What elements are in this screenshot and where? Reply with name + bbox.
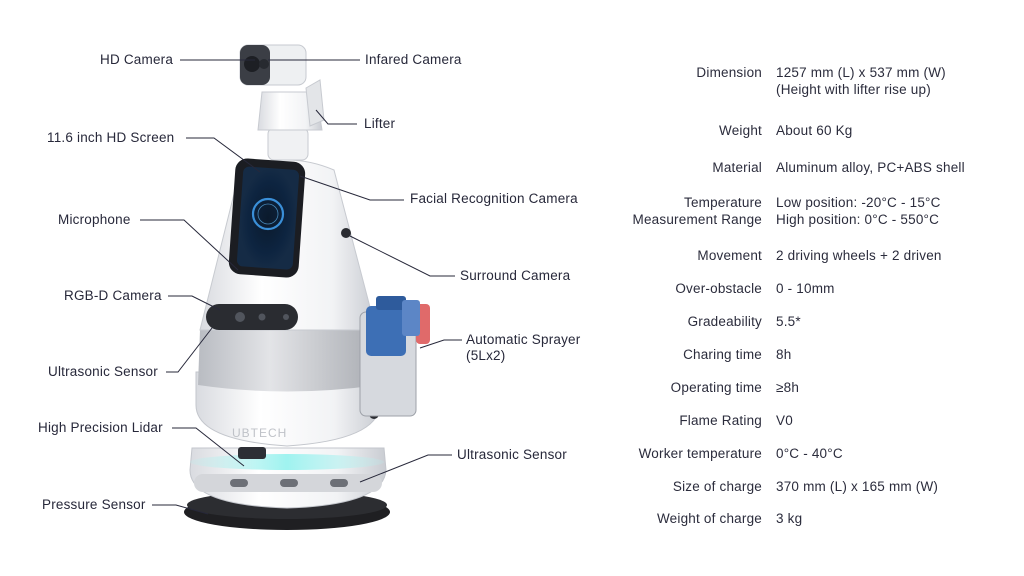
leader-lines [140, 59, 462, 515]
spec-row-over-obstacle: Over-obstacle 0 - 10mm [600, 280, 1020, 297]
spec-value: ≥8h [776, 380, 800, 395]
lidar-window [238, 447, 266, 459]
label-rgbd-camera: RGB-D Camera [64, 288, 162, 303]
spec-row-temperature: Temperature Measurement Range Low positi… [600, 194, 1020, 228]
spec-key: Flame Rating [679, 413, 762, 428]
robot-logo-text: UBTECH [232, 426, 287, 440]
rgbd-camera-bar [206, 304, 298, 330]
spec-value: About 60 Kg [776, 123, 853, 138]
spec-value: Low position: -20°C - 15°C High position… [776, 195, 941, 227]
label-microphone: Microphone [58, 212, 131, 227]
hd-screen [236, 166, 300, 270]
spec-key: Worker temperature [638, 446, 762, 461]
spec-row-worker-temperature: Worker temperature 0°C - 40°C [600, 445, 1020, 462]
spec-row-dimension: Dimension 1257 mm (L) x 537 mm (W) (Heig… [600, 64, 1020, 98]
spec-row-gradeability: Gradeability 5.5* [600, 313, 1020, 330]
sprayer-tank [366, 306, 406, 356]
spec-key: Material [712, 160, 762, 175]
speaker-mesh [198, 330, 378, 392]
spec-value: 370 mm (L) x 165 mm (W) [776, 479, 939, 494]
spec-value: 2 driving wheels + 2 driven [776, 248, 942, 263]
spec-key: Over-obstacle [675, 281, 762, 296]
spec-key: Weight [719, 123, 762, 138]
spec-row-weight: Weight About 60 Kg [600, 122, 1020, 139]
spec-key: Charing time [683, 347, 762, 362]
screen-ring-icon [251, 197, 285, 231]
spec-key: Dimension [696, 65, 762, 80]
spec-value: 0°C - 40°C [776, 446, 843, 461]
spec-key: Weight of charge [656, 511, 762, 526]
robot-illustration: UBTECH [140, 44, 462, 530]
spec-row-weight-of-charge: Weight of charge 3 kg [600, 510, 1020, 527]
label-ultrasonic-sensor-left: Ultrasonic Sensor [48, 364, 158, 379]
spec-value: 0 - 10mm [776, 281, 835, 296]
light-ring [190, 454, 384, 470]
spec-row-operating-time: Operating time ≥8h [600, 379, 1020, 396]
spec-value: V0 [776, 413, 793, 428]
spec-row-size-of-charge: Size of charge 370 mm (L) x 165 mm (W) [600, 478, 1020, 495]
spec-value: 1257 mm (L) x 537 mm (W) (Height with li… [776, 65, 946, 97]
label-infrared-camera: Infared Camera [365, 52, 462, 67]
spec-row-flame-rating: Flame Rating V0 [600, 412, 1020, 429]
label-ultrasonic-sensor-right: Ultrasonic Sensor [457, 447, 567, 462]
spec-key: Size of charge [672, 479, 762, 494]
spec-value: 3 kg [776, 511, 803, 526]
label-lifter: Lifter [364, 116, 396, 131]
surround-camera [341, 228, 351, 238]
label-facial-recognition-camera: Facial Recognition Camera [410, 191, 578, 206]
label-hd-camera: HD Camera [100, 52, 174, 67]
spec-row-charging-time: Charing time 8h [600, 346, 1020, 363]
spec-key: Gradeability [687, 314, 762, 329]
spec-key: Operating time [670, 380, 762, 395]
spec-value: 8h [776, 347, 792, 362]
robot-diagram: UBTECH [38, 44, 581, 530]
spec-value: Aluminum alloy, PC+ABS shell [776, 160, 965, 175]
spec-value: 5.5* [776, 314, 801, 329]
spec-key: Temperature Measurement Range [632, 195, 762, 227]
label-pressure-sensor: Pressure Sensor [42, 497, 146, 512]
spec-row-material: Material Aluminum alloy, PC+ABS shell [600, 159, 1020, 176]
spec-row-movement: Movement 2 driving wheels + 2 driven [600, 247, 1020, 264]
label-hd-screen: 11.6 inch HD Screen [47, 130, 175, 145]
hd-camera-lens [244, 56, 260, 72]
lifter [267, 127, 309, 161]
infrared-camera-lens [259, 59, 269, 69]
label-high-precision-lidar: High Precision Lidar [38, 420, 163, 435]
label-automatic-sprayer: Automatic Sprayer (5Lx2) [466, 332, 581, 363]
spec-key: Movement [697, 248, 762, 263]
label-surround-camera: Surround Camera [460, 268, 571, 283]
